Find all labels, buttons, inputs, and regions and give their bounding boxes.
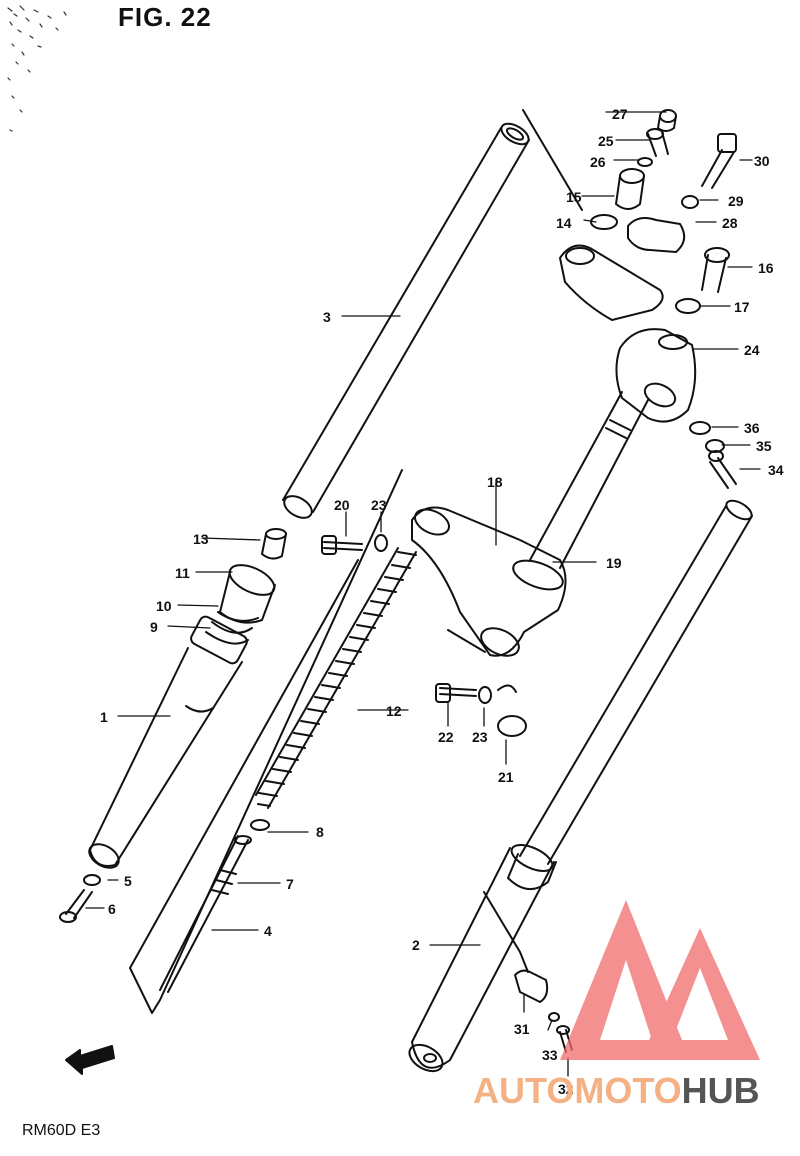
part-label-8: 8 bbox=[316, 824, 324, 840]
washer-23-upper bbox=[374, 534, 388, 552]
ring-26 bbox=[637, 157, 653, 167]
part-label-18: 18 bbox=[487, 474, 503, 490]
bolt-30 bbox=[701, 133, 737, 189]
part-label-6: 6 bbox=[108, 901, 116, 917]
outer-tube-2 bbox=[408, 844, 557, 1073]
o-ring-14 bbox=[590, 214, 618, 230]
part-label-10: 10 bbox=[156, 598, 172, 614]
clip-10 bbox=[217, 611, 259, 622]
part-label-24: 24 bbox=[744, 342, 760, 358]
cap-13 bbox=[261, 528, 287, 560]
part-label-34: 34 bbox=[768, 462, 784, 478]
watermark-logo-icon bbox=[560, 900, 760, 1060]
part-label-5: 5 bbox=[124, 873, 132, 889]
cap-bolt-15 bbox=[615, 168, 645, 210]
part-label-30: 30 bbox=[754, 153, 770, 169]
part-label-7: 7 bbox=[286, 876, 294, 892]
part-label-21: 21 bbox=[498, 769, 514, 785]
part-label-23b: 23 bbox=[472, 729, 488, 745]
part-label-17: 17 bbox=[734, 299, 750, 315]
lower-bracket-18 bbox=[411, 506, 567, 657]
part-label-4: 4 bbox=[264, 923, 272, 939]
part-label-14: 14 bbox=[556, 215, 572, 231]
part-label-23a: 23 bbox=[371, 497, 387, 513]
clip-21 bbox=[497, 684, 527, 737]
part-label-16: 16 bbox=[758, 260, 774, 276]
washer-23-lower bbox=[478, 686, 492, 704]
clamp-31 bbox=[514, 969, 549, 1003]
watermark-brand: AUTOMOTOHUB bbox=[473, 1070, 760, 1112]
outer-tube-1 bbox=[88, 615, 248, 869]
cap-27 bbox=[657, 109, 677, 132]
part-label-11: 11 bbox=[175, 565, 190, 581]
ring-8 bbox=[250, 819, 270, 831]
part-label-20: 20 bbox=[334, 497, 350, 513]
watermark-text-b: HUB bbox=[681, 1070, 760, 1111]
part-label-31: 31 bbox=[514, 1021, 530, 1037]
bolt-20 bbox=[321, 535, 363, 555]
washer-17 bbox=[675, 298, 701, 314]
part-label-15: 15 bbox=[566, 189, 582, 205]
part-label-13: 13 bbox=[193, 531, 209, 547]
part-label-29: 29 bbox=[728, 193, 744, 209]
bolt-34 bbox=[708, 450, 737, 489]
assembly-bracket-lines bbox=[129, 109, 583, 1014]
leader-lines bbox=[85, 111, 761, 1077]
handlebar-holder-17 bbox=[559, 244, 664, 321]
damper-rod-4 bbox=[159, 835, 252, 993]
scan-noise bbox=[7, 5, 67, 132]
oil-seal-9 bbox=[205, 621, 253, 645]
model-code: RM60D E3 bbox=[22, 1122, 101, 1139]
part-label-19: 19 bbox=[606, 555, 622, 571]
part-label-27: 27 bbox=[612, 106, 628, 122]
part-label-1: 1 bbox=[100, 709, 108, 725]
part-label-28: 28 bbox=[722, 215, 738, 231]
adjuster-25 bbox=[646, 128, 669, 157]
watermark-text-a: AUTOMOTO bbox=[473, 1070, 682, 1111]
part-label-33: 33 bbox=[542, 1047, 558, 1063]
steering-stem-19 bbox=[512, 391, 649, 591]
part-label-3: 3 bbox=[323, 309, 331, 325]
part-label-35: 35 bbox=[756, 438, 772, 454]
upper-bracket-24 bbox=[615, 328, 697, 423]
part-label-25: 25 bbox=[598, 133, 614, 149]
washer-5 bbox=[83, 874, 101, 886]
part-label-22: 22 bbox=[438, 729, 454, 745]
forward-arrow-icon bbox=[65, 1045, 115, 1075]
part-label-12: 12 bbox=[386, 703, 402, 719]
bolt-22 bbox=[435, 683, 477, 703]
washer-33 bbox=[548, 1012, 560, 1022]
bolt-16 bbox=[701, 247, 730, 293]
bolt-6 bbox=[59, 889, 93, 923]
part-label-26: 26 bbox=[590, 154, 606, 170]
part-label-2: 2 bbox=[412, 937, 420, 953]
inner-tube-3 bbox=[282, 122, 530, 519]
part-label-9: 9 bbox=[150, 619, 158, 635]
dust-seal-11 bbox=[219, 564, 276, 624]
fork-spring-12 bbox=[255, 547, 417, 809]
part-label-32: 32 bbox=[558, 1081, 574, 1097]
nut-29 bbox=[681, 195, 699, 209]
figure-title: FIG. 22 bbox=[118, 2, 212, 32]
inner-tube-right bbox=[519, 499, 753, 865]
holder-cap-28 bbox=[627, 217, 686, 253]
washer-36 bbox=[689, 421, 711, 435]
part-label-36: 36 bbox=[744, 420, 760, 436]
